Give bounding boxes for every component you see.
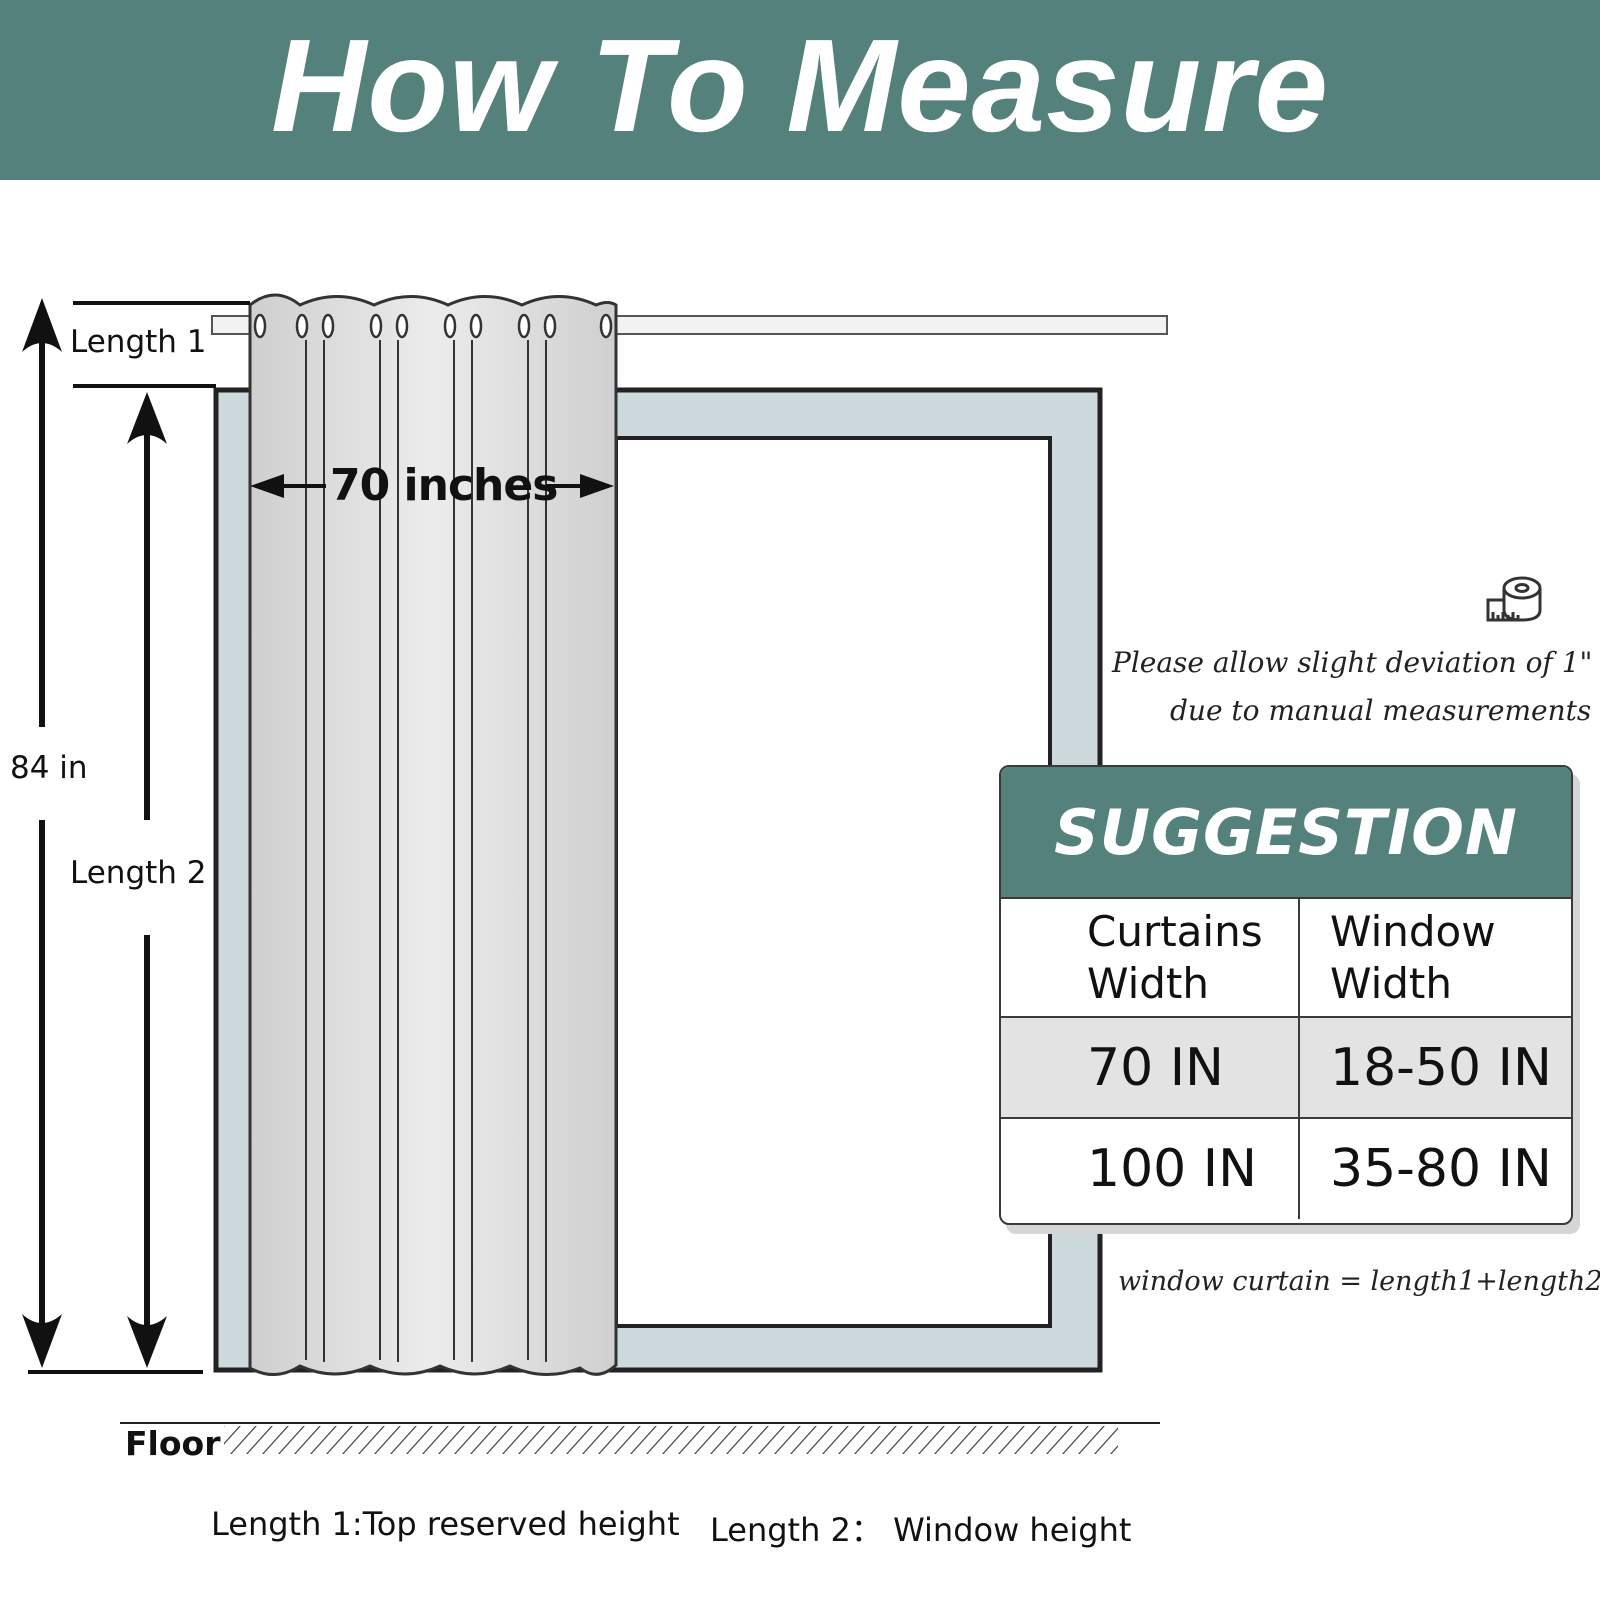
- deviation-note-line2: due to manual measurements: [1170, 694, 1592, 727]
- width-arrow: [250, 474, 614, 498]
- curtain-folds: [305, 340, 547, 1362]
- grommet: [321, 313, 335, 339]
- grommet: [253, 313, 267, 339]
- legend-length1: Length 1:Top reserved height: [211, 1505, 680, 1543]
- total-height-arrow: [22, 298, 62, 1368]
- curtain-width-label: 70 inches: [330, 460, 558, 511]
- grommet: [469, 313, 483, 339]
- table-cell: 70 IN: [1001, 1017, 1300, 1119]
- floor-label: Floor: [125, 1424, 225, 1463]
- deviation-note-line1: Please allow slight deviation of 1": [1112, 646, 1593, 679]
- length2-label: Length 2: [70, 855, 207, 891]
- length2-arrow: [127, 392, 167, 1368]
- header-curtains-width: Curtains Width: [1001, 899, 1300, 1018]
- suggestion-table: SUGGESTION Curtains Width Window Width 7…: [999, 765, 1573, 1225]
- grommet: [599, 313, 613, 339]
- length1-label: Length 1: [70, 324, 207, 360]
- total-height-label: 84 in: [10, 750, 88, 786]
- grommet: [517, 313, 531, 339]
- table-header-row: Curtains Width Window Width: [1001, 899, 1571, 1018]
- grommet: [395, 313, 409, 339]
- curtain-panel: [248, 293, 618, 1377]
- grommet: [295, 313, 309, 339]
- suggestion-grid: Curtains Width Window Width 70 IN 18-50 …: [1001, 899, 1571, 1219]
- legend-length2: Length 2： Window height: [710, 1511, 1132, 1549]
- header-banner: How To Measure: [0, 0, 1600, 180]
- curtain-grommets: [253, 313, 613, 339]
- header-window-width: Window Width: [1299, 899, 1571, 1018]
- table-cell: 100 IN: [1001, 1118, 1300, 1219]
- table-row: 70 IN 18-50 IN: [1001, 1017, 1571, 1119]
- grommet: [543, 313, 557, 339]
- table-row: 100 IN 35-80 IN: [1001, 1118, 1571, 1219]
- measure-guides: [28, 301, 250, 1374]
- tape-measure-icon: [1486, 576, 1542, 622]
- table-cell: 35-80 IN: [1330, 1139, 1552, 1199]
- suggestion-header: SUGGESTION: [1001, 767, 1571, 899]
- floor: [120, 1422, 1160, 1454]
- curtain-fabric: [248, 293, 618, 1377]
- grommet: [443, 313, 457, 339]
- page-title: How To Measure: [271, 12, 1329, 159]
- formula-note: window curtain = length1+length2: [1118, 1266, 1600, 1297]
- grommet: [369, 313, 383, 339]
- suggestion-title: SUGGESTION: [1054, 795, 1518, 869]
- table-cell: 18-50 IN: [1299, 1017, 1571, 1119]
- window-glass: [614, 436, 1052, 1328]
